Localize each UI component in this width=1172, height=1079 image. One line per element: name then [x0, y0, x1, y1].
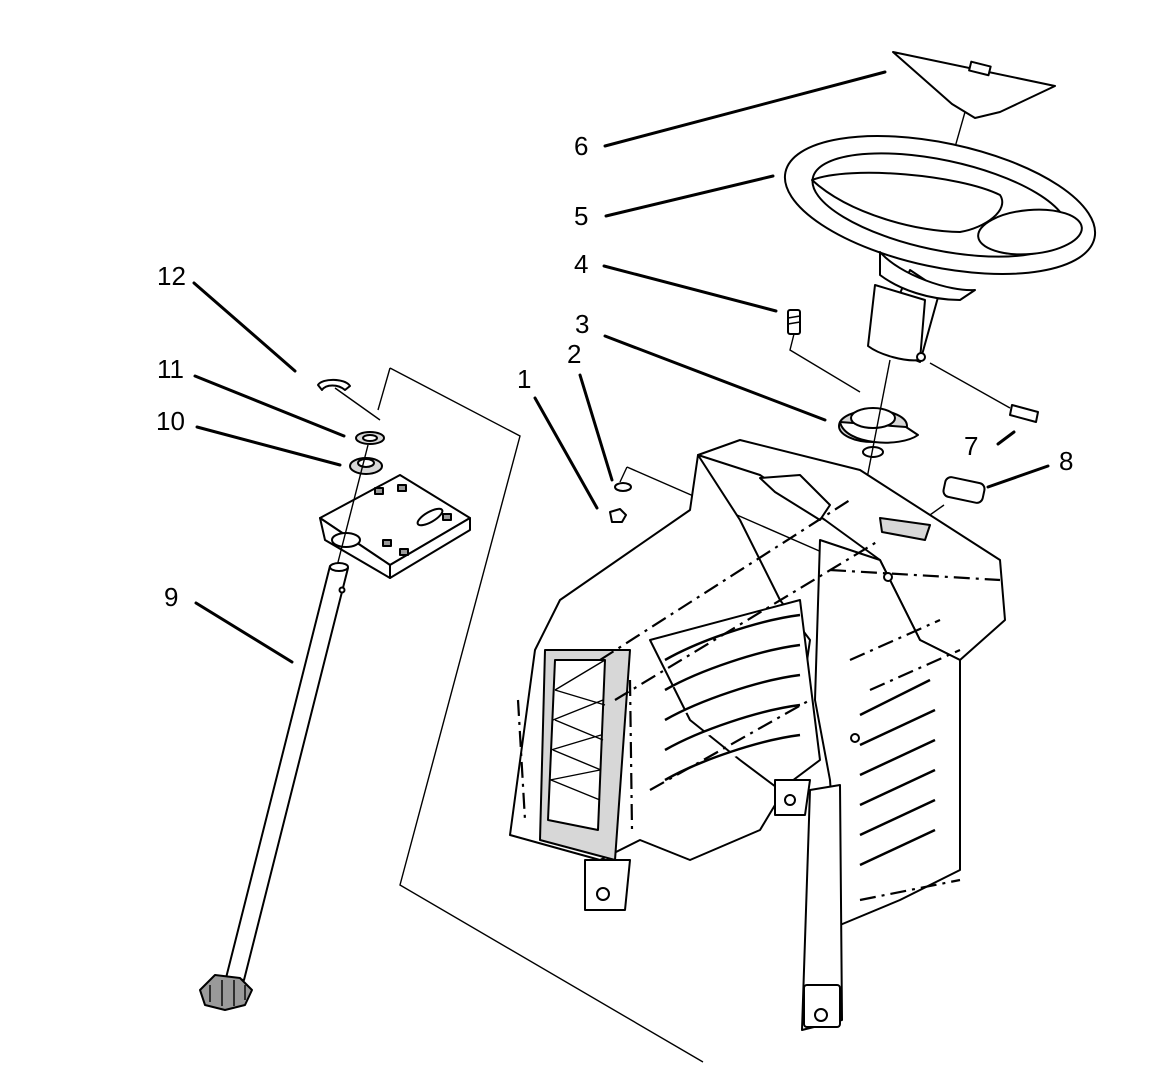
leader-2 [578, 373, 614, 482]
callout-1: 1 [517, 364, 531, 394]
callout-11: 11 [157, 354, 184, 384]
callout-10: 10 [156, 406, 185, 436]
frame-line-inner [619, 466, 628, 483]
hub-adapter [838, 407, 919, 458]
shaft-stack-line-2 [335, 444, 369, 571]
callout-7: 7 [964, 431, 978, 461]
leader-5 [604, 174, 775, 218]
leader-10 [195, 425, 342, 467]
callout-12: 12 [157, 261, 186, 291]
lock-washer [614, 482, 632, 492]
steering-wheel [783, 135, 1097, 363]
retaining-ring [317, 378, 351, 391]
callout-6: 6 [574, 131, 588, 161]
leader-9 [194, 601, 294, 664]
roll-pin [1009, 404, 1039, 423]
bolt-line [789, 333, 861, 393]
callout-2: 2 [567, 339, 581, 369]
callout-9: 9 [164, 582, 178, 612]
callout-5: 5 [574, 201, 588, 231]
callout-8: 8 [1059, 446, 1073, 476]
callout-4: 4 [574, 249, 588, 279]
mounting-plate [319, 474, 471, 579]
flat-washer [355, 431, 385, 445]
bolt [787, 309, 801, 335]
callout-3: 3 [575, 309, 589, 339]
flanged-bushing [349, 457, 383, 475]
key [942, 476, 986, 504]
leader-3 [603, 334, 827, 422]
leader-7 [996, 430, 1016, 446]
nut [609, 508, 627, 523]
steering-shaft [199, 562, 349, 1011]
pin-line [929, 362, 1011, 409]
leader-11 [193, 374, 346, 438]
leader-4 [602, 264, 778, 313]
leader-6 [603, 70, 887, 148]
leader-12 [192, 281, 297, 373]
steering-wheel-cap [892, 51, 1056, 119]
leader-8 [986, 464, 1050, 489]
assembly-frame-left [377, 367, 391, 411]
shaft-stack-line [334, 387, 381, 421]
leader-1 [533, 396, 599, 510]
steering-pedestal [509, 439, 1006, 1031]
assembly-frame [389, 367, 704, 1063]
